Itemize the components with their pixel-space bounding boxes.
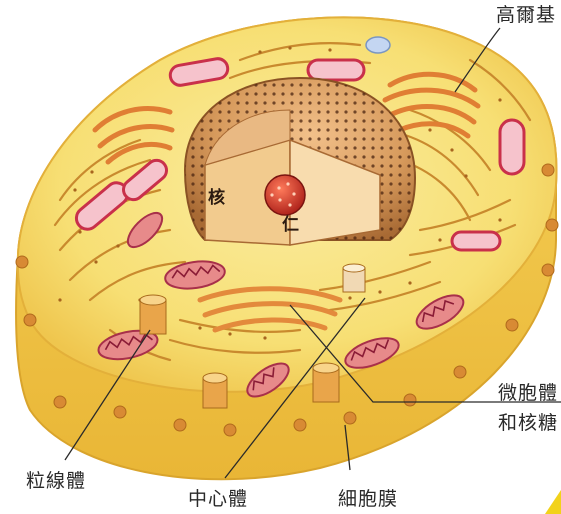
label-nucleus: 核 bbox=[208, 183, 225, 208]
nucleus bbox=[185, 78, 415, 245]
label-lysosome: 粒線體 bbox=[26, 466, 86, 493]
label-centrosome: 中心體 bbox=[188, 484, 248, 511]
label-golgi: 高爾基 bbox=[496, 0, 556, 27]
label-nucleolus: 仁 bbox=[282, 210, 299, 235]
label-microbody-line2: 和核糖 bbox=[498, 408, 558, 435]
label-cell-membrane: 細胞膜 bbox=[338, 484, 398, 511]
label-microbody-line1: 微胞體 bbox=[498, 378, 558, 405]
corner-mark bbox=[545, 490, 561, 514]
blue-vesicle bbox=[366, 37, 390, 53]
